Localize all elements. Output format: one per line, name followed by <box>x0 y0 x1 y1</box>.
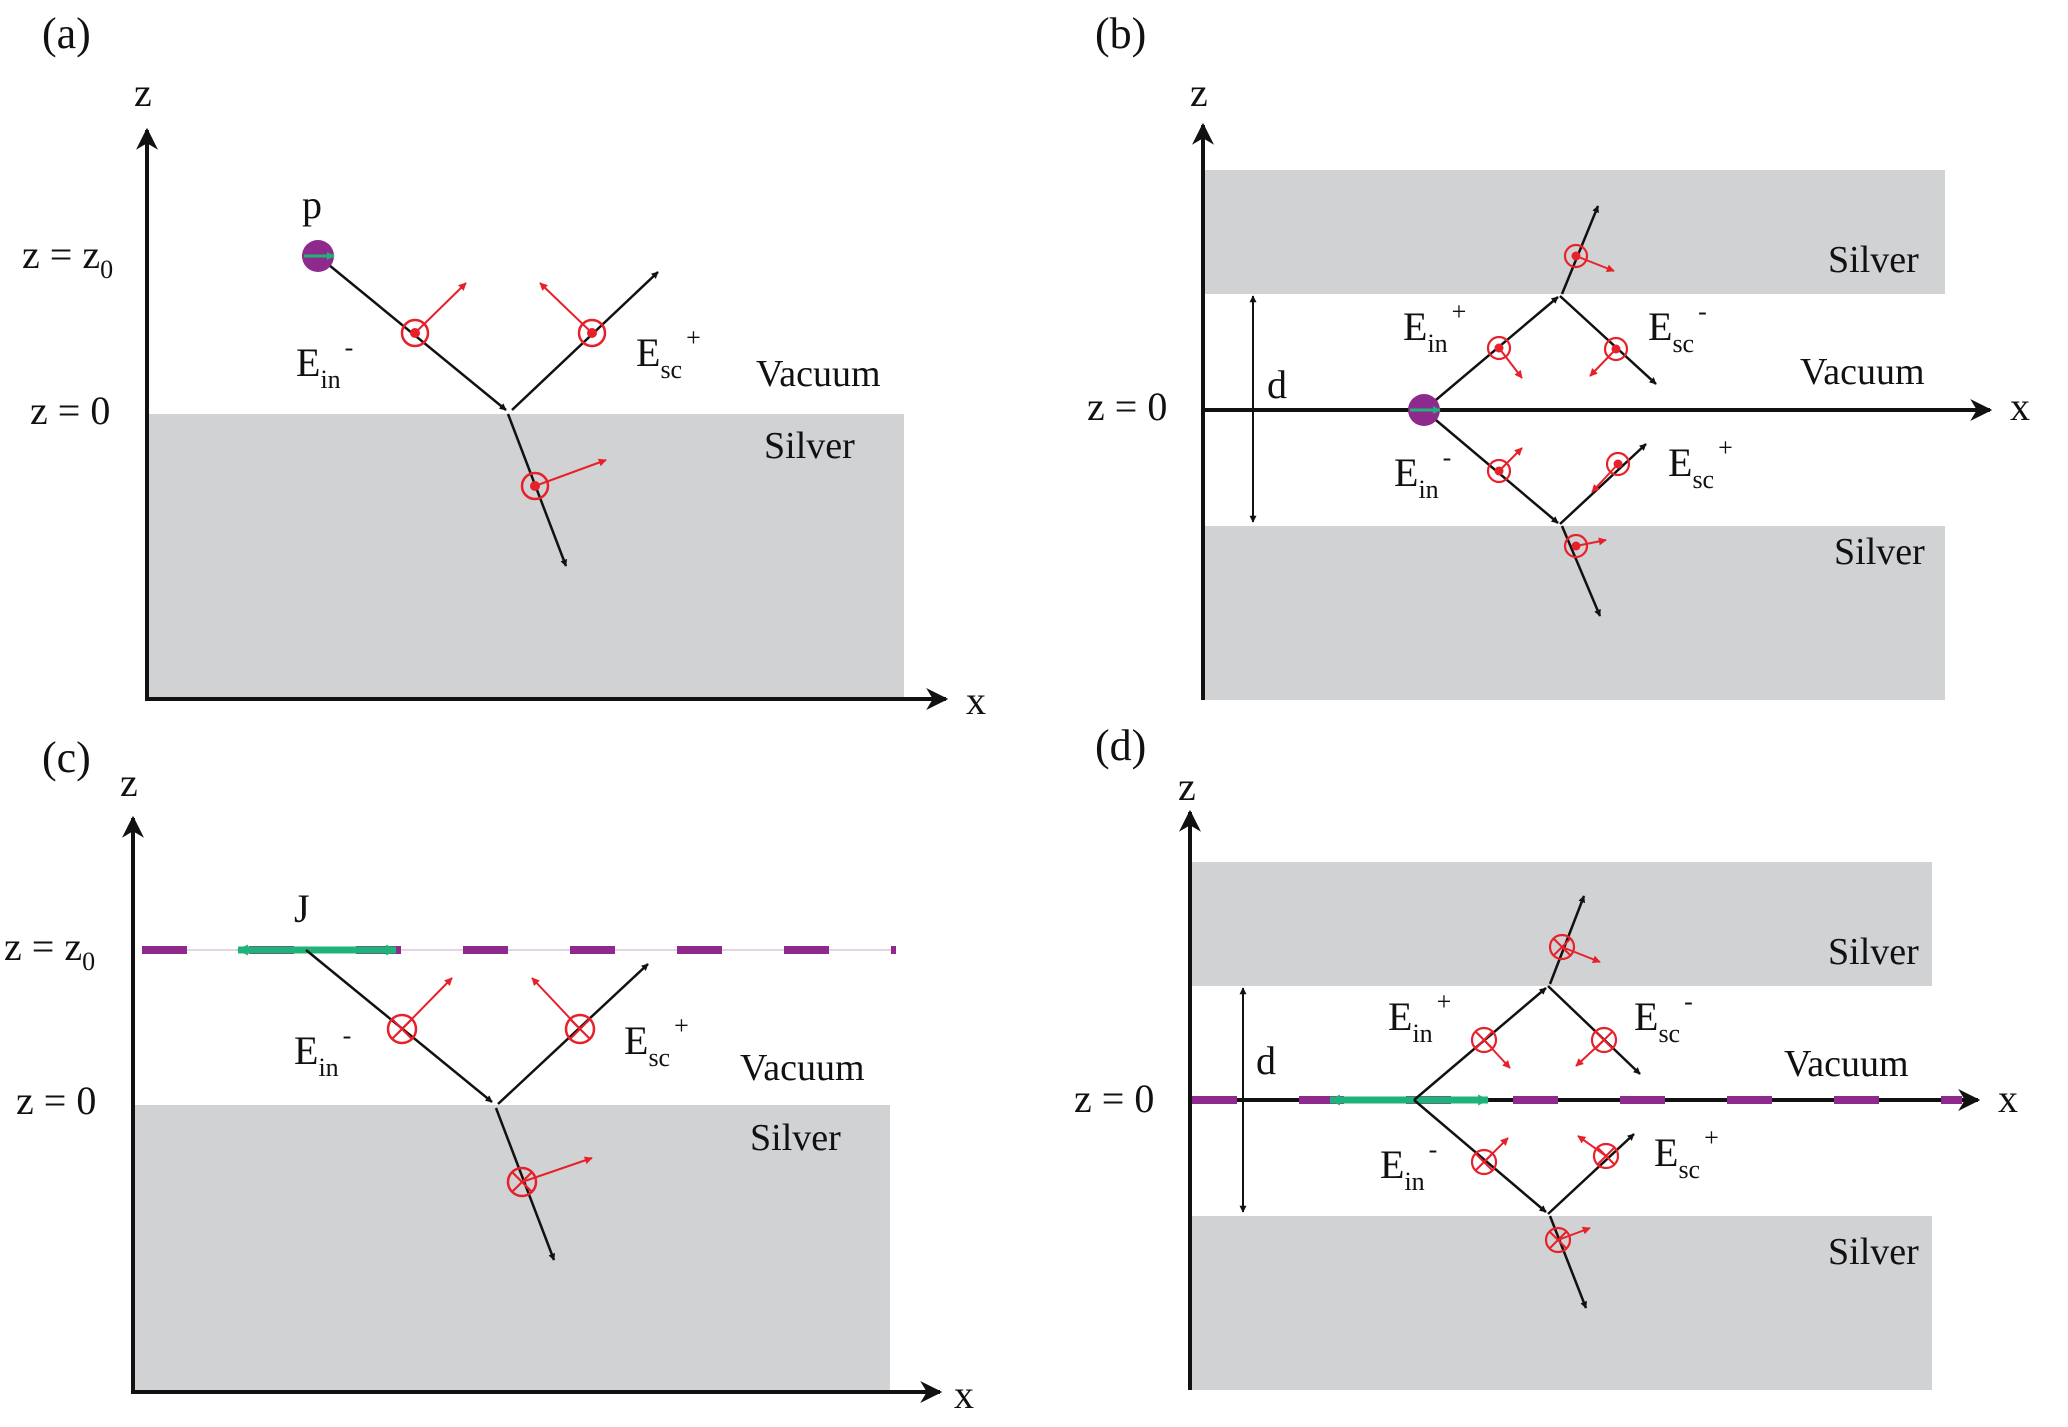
panel-label: (b) <box>1095 9 1146 58</box>
field-label-incident: Ein- <box>294 1021 351 1082</box>
z-level-0: z = 0 <box>1087 384 1167 429</box>
reflected-ray <box>497 963 649 1105</box>
incident-ray-down <box>1413 1099 1547 1213</box>
z-axis-label: z <box>134 70 152 115</box>
material-silver: Silver <box>764 425 855 467</box>
x-axis-label: x <box>2010 384 2030 429</box>
field-label-scattered-down: Esc- <box>1648 297 1707 358</box>
scattered-ray-up <box>1547 1133 1635 1215</box>
field-label-scattered-up: Esc+ <box>1668 433 1733 494</box>
silver-region-top <box>1203 170 1945 294</box>
panel-label: (d) <box>1095 721 1146 770</box>
scattered-ray-down <box>1547 985 1641 1075</box>
field-into-page-marker <box>386 977 453 1045</box>
z-axis-label: z <box>1178 764 1196 809</box>
field-label-scattered: Esc+ <box>636 323 701 384</box>
transmitted-ray-up <box>1560 205 1600 295</box>
z-level-z0: z = z0 <box>22 232 113 284</box>
x-axis-label: x <box>1998 1076 2018 1121</box>
transmitted-ray-down <box>1548 1215 1588 1309</box>
panel-b: (b) z x z = 0 d Silver Vacuum Silver <box>1087 9 2030 700</box>
field-out-of-page-marker <box>400 282 467 348</box>
scattered-ray-up <box>1559 443 1647 525</box>
field-out-of-page-marker <box>1486 447 1523 484</box>
field-out-of-page-marker <box>1563 533 1607 559</box>
incident-ray-up <box>1423 296 1559 411</box>
z-axis-label: z <box>1190 70 1208 115</box>
source-label-J: J <box>294 886 310 931</box>
panel-label: (a) <box>42 9 91 58</box>
field-into-page-marker <box>1544 1226 1591 1254</box>
z-level-0: z = 0 <box>16 1078 96 1123</box>
material-vacuum: Vacuum <box>740 1047 865 1089</box>
gap-label-d: d <box>1267 362 1287 407</box>
field-into-page-marker <box>531 977 596 1045</box>
material-silver: Silver <box>750 1117 841 1159</box>
material-silver-bottom: Silver <box>1834 531 1925 573</box>
field-label-incident-down: Ein- <box>1380 1135 1437 1196</box>
x-axis-label: x <box>954 1372 974 1417</box>
z-level-0: z = 0 <box>1074 1076 1154 1121</box>
material-silver-top: Silver <box>1828 931 1919 973</box>
field-out-of-page-marker <box>1486 335 1523 379</box>
field-label-scattered-up: Esc+ <box>1654 1123 1719 1184</box>
field-label-incident-up: Ein+ <box>1403 297 1466 358</box>
field-into-page-marker <box>1470 1137 1509 1176</box>
field-into-page-marker <box>1577 1135 1620 1170</box>
x-axis-label: x <box>966 678 986 723</box>
material-silver-top: Silver <box>1828 239 1919 281</box>
field-into-page-marker <box>1548 933 1601 964</box>
gap-label-d: d <box>1256 1038 1276 1083</box>
transmitted-ray-up <box>1548 895 1586 985</box>
field-label-incident: Ein- <box>296 333 353 394</box>
field-out-of-page-marker <box>520 458 607 501</box>
field-label-incident-down: Ein- <box>1394 443 1451 504</box>
silver-region <box>133 1105 890 1392</box>
field-out-of-page-marker <box>1591 451 1631 493</box>
z-level-z0: z = z0 <box>4 924 95 976</box>
material-silver-bottom: Silver <box>1828 1231 1919 1273</box>
panel-a: (a) z x z = z0 z = 0 p Vacuum Silver <box>22 9 986 723</box>
silver-region-top <box>1190 862 1932 986</box>
incident-ray-down <box>1423 409 1559 524</box>
field-out-of-page-marker <box>1563 243 1615 273</box>
panel-label: (c) <box>42 733 91 782</box>
field-into-page-marker <box>506 1156 593 1198</box>
source-label-p: p <box>302 182 322 227</box>
field-out-of-page-marker <box>1589 336 1629 377</box>
field-label-incident-up: Ein+ <box>1388 987 1451 1048</box>
z-axis-label: z <box>120 760 138 805</box>
material-vacuum: Vacuum <box>1800 351 1925 393</box>
field-out-of-page-marker <box>539 282 607 348</box>
panel-c: (c) z x z = z0 z = 0 J Vacuum Silver <box>4 733 974 1417</box>
field-label-scattered: Esc+ <box>624 1011 689 1072</box>
transmitted-ray-down <box>1560 525 1602 617</box>
panel-d: (d) z x z = 0 d Silver Vacuum Silver <box>1074 721 2018 1390</box>
field-into-page-marker <box>1470 1026 1511 1069</box>
z-level-0: z = 0 <box>30 388 110 433</box>
field-label-scattered-down: Esc- <box>1634 987 1693 1048</box>
field-into-page-marker <box>1575 1026 1618 1067</box>
material-vacuum: Vacuum <box>1784 1043 1909 1085</box>
material-vacuum: Vacuum <box>756 353 881 395</box>
reflected-ray <box>511 271 659 411</box>
